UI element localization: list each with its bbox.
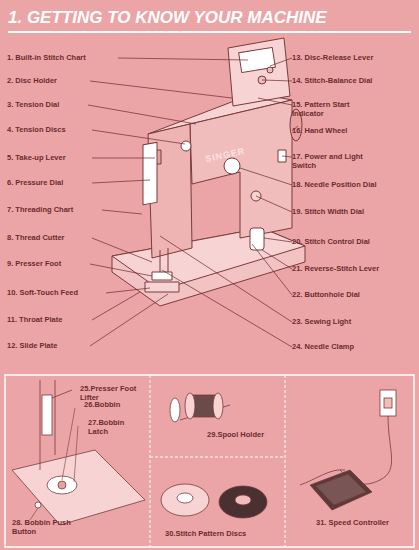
detail-label: 26.Bobbin — [84, 400, 146, 409]
part-label: 7. Threading Chart — [7, 205, 107, 214]
detail-panel: 30.Stitch Pattern Discs — [151, 459, 284, 545]
leader-lines — [88, 58, 298, 347]
sewing-machine — [112, 38, 305, 306]
part-label: 14. Stitch-Balance Dial — [292, 76, 416, 85]
part-label: 8. Thread Cutter — [7, 233, 97, 242]
detail-label: 30.Stitch Pattern Discs — [165, 529, 281, 538]
part-label: 4. Tension Discs — [7, 125, 97, 134]
part-label: 21. Reverse-Stitch Lever — [292, 264, 416, 273]
part-label: 18. Needle Position Dial — [292, 180, 416, 189]
detail-frame — [5, 375, 414, 547]
detail-panel: 25.Presser Foot Lifter26.Bobbin 27.Bobbin… — [8, 378, 149, 545]
part-label: 6. Pressure Dial — [7, 178, 97, 187]
detail-label: 31. Speed Controller — [316, 518, 408, 527]
part-label: 1. Built-in Stitch Chart — [7, 53, 119, 62]
detail-label: 27.Bobbin Latch — [88, 418, 146, 436]
detail-label: 25.Presser Foot Lifter — [80, 384, 146, 402]
part-label: 10. Soft-Touch Feed — [7, 288, 107, 297]
detail-panel: 29.Spool Holder — [151, 378, 284, 456]
part-label: 12. Slide Plate — [7, 341, 97, 350]
bobbin-detail — [12, 380, 145, 525]
detail-label: 28. Bobbin Push Button — [12, 518, 74, 536]
part-label: 9. Presser Foot — [7, 259, 97, 268]
spool-detail — [170, 393, 230, 422]
detail-label: 29.Spool Holder — [207, 430, 281, 439]
part-label: 23. Sewing Light — [292, 317, 416, 326]
part-label: 5. Take-up Lever — [7, 153, 97, 162]
part-label: 3. Tension Dial — [7, 100, 97, 109]
part-label: 16. Hand Wheel — [292, 126, 416, 135]
part-label: 2. Disc Holder — [7, 76, 97, 85]
discs-detail — [161, 484, 267, 518]
part-label: 13. Disc-Release Lever — [292, 53, 416, 62]
part-label: 20. Stitch Control Dial — [292, 237, 416, 246]
part-label: 11. Throat Plate — [7, 315, 97, 324]
part-label: 22. Buttonhole Dial — [292, 290, 416, 299]
speed-controller-detail — [300, 390, 396, 510]
part-label: 17. Power and Light Switch — [292, 152, 372, 170]
part-label: 15. Pattern Start Indicator — [292, 100, 358, 118]
part-label: 24. Needle Clamp — [292, 342, 416, 351]
part-label: 19. Stitch Width Dial — [292, 207, 416, 216]
detail-panel: 31. Speed Controller — [286, 378, 413, 545]
page-title: 1. GETTING TO KNOW YOUR MACHINE — [8, 8, 327, 28]
title-rule — [8, 31, 411, 33]
